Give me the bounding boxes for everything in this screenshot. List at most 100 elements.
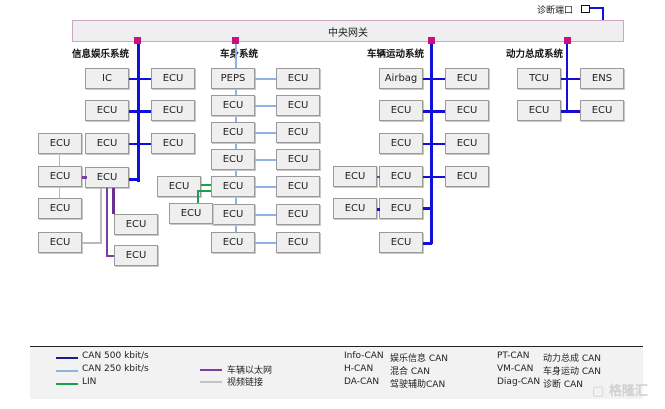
ecu-box: ECU [211,95,255,116]
ecu-box: ECU [445,68,489,89]
ethernet-link [106,188,108,256]
legend-label: 视频链接 [227,378,264,388]
can-link [423,110,445,113]
diagnostic-port-icon [581,5,590,13]
ecu-box: ECU [169,203,213,224]
legend-abbr-desc: 驾驶辅助CAN [390,380,446,390]
legend-abbr-desc: 诊断 CAN [543,380,584,390]
ecu-box: ECU [38,166,82,187]
legend-swatch-ethernet [200,369,222,371]
legend-abbr: Diag-CAN [497,377,541,387]
can-link [255,78,276,80]
ecu-box: IC [85,68,129,89]
can-link [255,242,276,244]
ecu-box: ECU [276,232,320,253]
ecu-box: ECU [114,214,158,235]
legend-swatch-can500 [56,357,78,359]
ecu-box: ECU [85,167,129,188]
ecu-box: ECU [276,176,320,197]
ecu-box: ECU [151,100,195,121]
ecu-box: PEPS [211,68,255,89]
can-link [423,176,445,178]
video-link [59,187,60,198]
gateway-port-powertrain [564,37,571,44]
lin-link [197,190,199,203]
body-bus [235,44,237,244]
ecu-box: ECU [211,232,255,253]
ecu-box: ECU [151,133,195,154]
gateway-port-infotainment [134,37,141,44]
ecu-box: ECU [276,204,320,225]
ecu-box: ECU [517,100,561,121]
can-link [561,110,580,113]
system-title-infotainment: 信息娱乐系统 [72,49,130,60]
system-title-powertrain: 动力总成系统 [506,49,564,60]
ethernet-link [82,176,87,179]
ecu-box: ECU [379,133,423,154]
can-link [423,207,432,210]
can-link [423,242,432,245]
legend-abbr: PT-CAN [497,351,530,361]
ethernet-link [106,255,114,257]
legend-abbr-desc: 车身运动 CAN [543,367,602,377]
legend-abbr-desc: 混合 CAN [390,367,431,377]
gateway-port-body [232,37,239,44]
ecu-box: ECU [276,122,320,143]
legend: CAN 500 kbit/s CAN 250 kbit/s LIN 车辆以太网 … [30,346,643,399]
ecu-box: ECU [379,166,423,187]
can-link [129,143,151,145]
ecu-box: ECU [211,176,255,197]
ecu-box: ECU [85,133,129,154]
video-link [82,242,102,244]
ecu-box: ECU [379,198,423,219]
legend-abbr-desc: 动力总成 CAN [543,354,602,364]
ecu-box: TCU [517,68,561,89]
ecu-box: ECU [38,232,82,253]
diag-line-v [602,7,604,20]
can-link [129,78,151,80]
legend-abbr: VM-CAN [497,364,534,374]
watermark-text: 格隆汇 [608,384,648,399]
ecu-box: ECU [211,122,255,143]
system-title-body: 车身系统 [220,49,259,60]
ethernet-link [112,188,115,214]
can-link [561,78,580,80]
central-gateway: 中央网关 [72,20,624,42]
ecu-box: ECU [333,198,377,219]
ecu-box: ECU [38,133,82,154]
can-link [255,159,276,161]
legend-swatch-video [200,381,222,383]
can-link [423,143,445,145]
legend-label: 车辆以太网 [227,366,273,376]
can-link [255,105,276,107]
ecu-box: ECU [379,100,423,121]
can-link [255,132,276,134]
legend-label: CAN 250 kbit/s [82,364,149,374]
can-link [423,78,445,80]
ecu-box: ECU [580,100,624,121]
ecu-box: ECU [333,166,377,187]
ecu-box: ECU [211,149,255,170]
ecu-box: ECU [157,176,201,197]
diagnostic-port-label: 诊断端口 [537,6,574,16]
system-title-chassis: 车辆运动系统 [367,49,425,60]
ecu-box: ECU [38,198,82,219]
can-link [255,214,276,216]
legend-abbr: DA-CAN [344,377,380,387]
can-link [129,178,139,181]
legend-swatch-lin [56,383,78,385]
lin-link [201,184,211,186]
watermark: ▢ 格隆汇 [592,380,648,399]
video-link [100,188,102,244]
watermark-logo-icon: ▢ [592,384,609,399]
ethernet-link [377,176,380,178]
legend-label: LIN [82,377,97,387]
infotainment-bus [137,44,140,182]
lin-link [197,190,211,192]
can-link [255,186,276,188]
ecu-box: ECU [445,166,489,187]
ecu-box: ECU [85,100,129,121]
ecu-box: ENS [580,68,624,89]
ecu-box: ECU [211,204,255,225]
